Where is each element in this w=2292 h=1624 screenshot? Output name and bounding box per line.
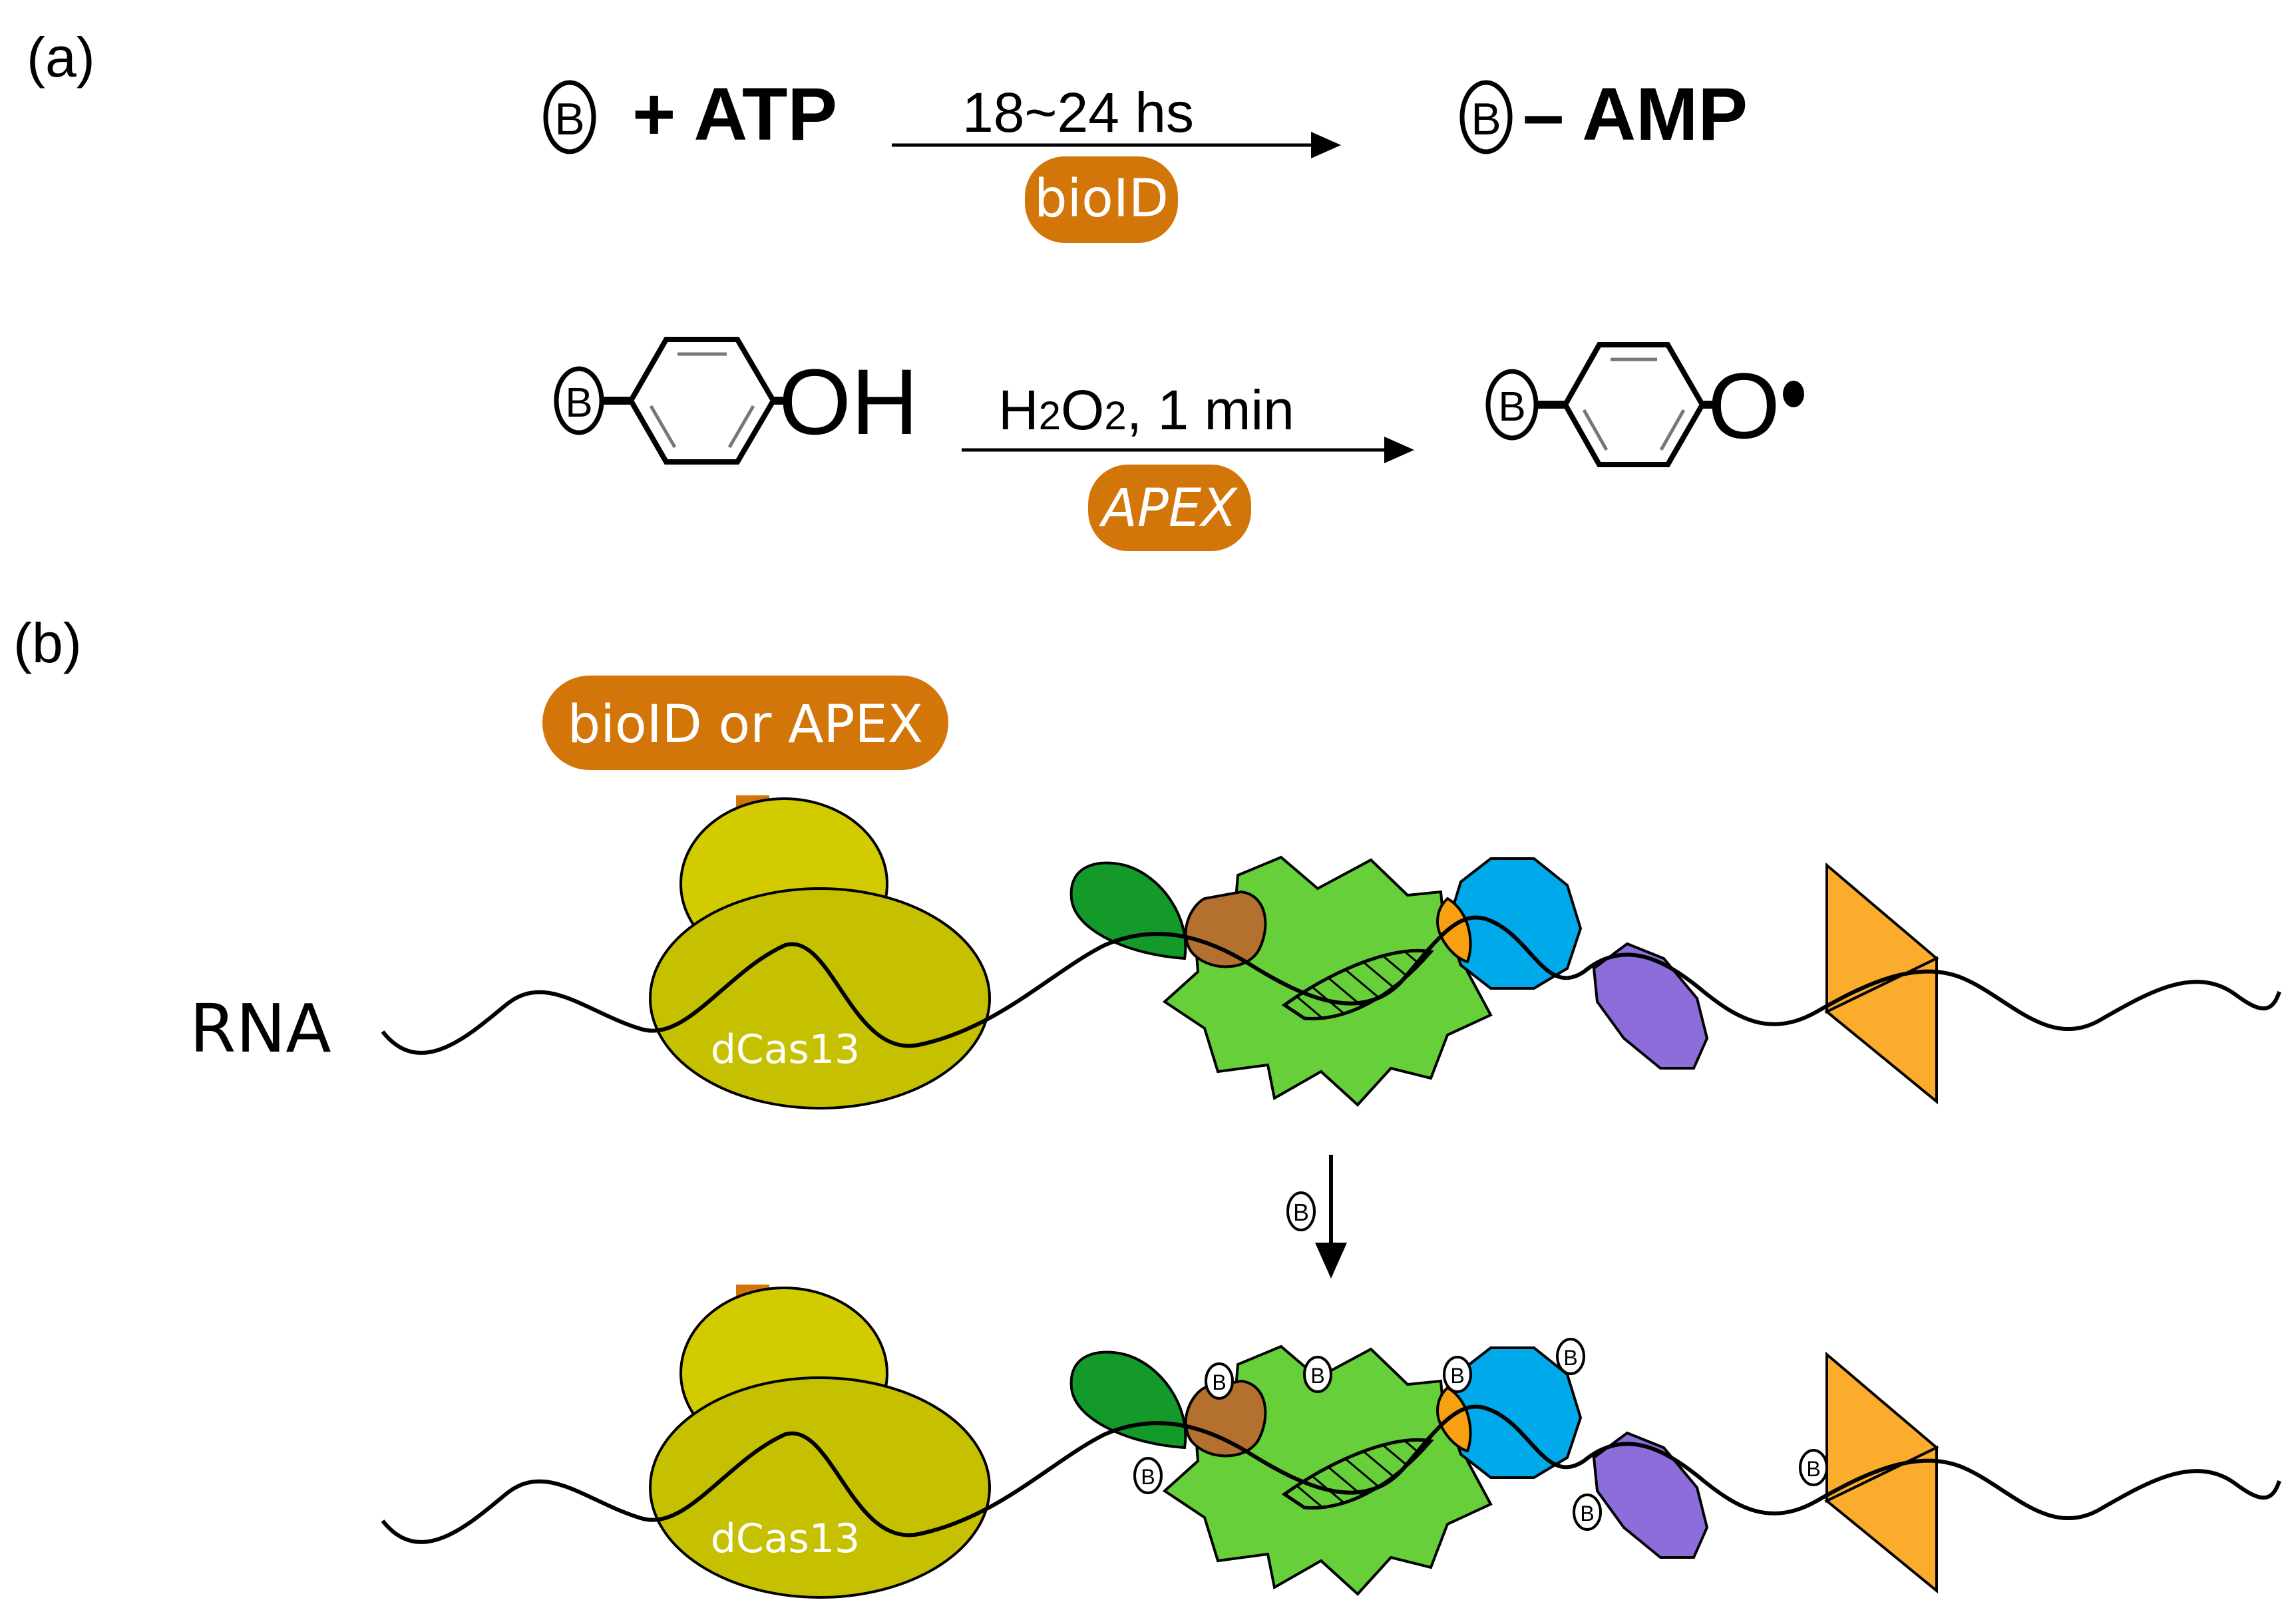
reactant-atp: + ATP bbox=[632, 73, 837, 156]
hatched-loop bbox=[1281, 949, 1434, 1020]
apex-pill: APEX bbox=[1088, 465, 1251, 551]
product-amp: – AMP bbox=[1523, 73, 1748, 156]
biotin-tags: B B B B B B B bbox=[1133, 1338, 1828, 1531]
svg-text:bioID or APEX: bioID or APEX bbox=[568, 695, 923, 755]
biotin-tag: B bbox=[1133, 1457, 1163, 1494]
enzyme-pill: bioID or APEX bbox=[542, 676, 948, 770]
benzene-ring bbox=[602, 337, 785, 465]
small-orange-protein bbox=[1435, 1386, 1472, 1453]
svg-text:B: B bbox=[1293, 1199, 1309, 1226]
rna-strand bbox=[381, 1404, 2281, 1544]
reaction-2: B OH H2O2, 1 min APEX B bbox=[554, 337, 1804, 551]
radical-dot bbox=[1783, 381, 1804, 407]
benzene-ring bbox=[1536, 342, 1716, 467]
svg-text:B: B bbox=[1580, 1502, 1594, 1525]
orange-triangle-protein bbox=[1824, 862, 1939, 1105]
biotin-badge: B bbox=[543, 80, 596, 154]
svg-text:B: B bbox=[1141, 1465, 1155, 1489]
svg-text:B: B bbox=[1450, 1364, 1464, 1388]
biotin-badge: B bbox=[554, 366, 604, 435]
rnp-complex-after: dCas13 B B B B B B B bbox=[381, 1285, 2281, 1599]
svg-text:APEX: APEX bbox=[1098, 479, 1238, 538]
rna-strand bbox=[381, 915, 2281, 1055]
dcas13-protein: dCas13 bbox=[649, 795, 991, 1110]
hydroxyl-group: OH bbox=[779, 349, 918, 454]
svg-text:B: B bbox=[1212, 1370, 1226, 1394]
biotin-tag: B bbox=[1205, 1362, 1234, 1400]
biotin-badge: B bbox=[1459, 80, 1513, 154]
purple-octagon-protein bbox=[1592, 1431, 1709, 1559]
dcas13-label: dCas13 bbox=[711, 1516, 860, 1562]
rna-label: RNA bbox=[190, 990, 331, 1068]
condition-peroxide: H2O2, 1 min bbox=[998, 379, 1294, 441]
dark-green-protein bbox=[1069, 861, 1187, 960]
svg-text:B: B bbox=[1563, 1346, 1577, 1370]
svg-text:B: B bbox=[1310, 1364, 1324, 1388]
rnp-complex-before: dCas13 bbox=[381, 795, 2281, 1110]
bioid-pill: bioID bbox=[1025, 156, 1178, 243]
small-orange-protein bbox=[1435, 897, 1472, 964]
panel-a-label: (a) bbox=[27, 26, 95, 89]
svg-text:B: B bbox=[1806, 1457, 1820, 1481]
labeling-arrow: B bbox=[1286, 1155, 1347, 1279]
reaction-1: B + ATP 18~24 hs bioID B – AMP bbox=[543, 73, 1748, 243]
dark-green-protein bbox=[1069, 1350, 1187, 1450]
svg-text:B: B bbox=[1498, 384, 1525, 430]
biotin-tag: B bbox=[1573, 1494, 1602, 1531]
biotin-tag: B bbox=[1556, 1338, 1585, 1375]
hatched-loop bbox=[1281, 1438, 1434, 1510]
dcas13-protein: dCas13 bbox=[649, 1285, 991, 1599]
svg-text:B: B bbox=[1471, 94, 1501, 144]
condition-time: 18~24 hs bbox=[962, 81, 1194, 144]
purple-octagon-protein bbox=[1592, 942, 1709, 1070]
panel-b-label: (b) bbox=[13, 612, 82, 674]
biotin-tag: B bbox=[1443, 1356, 1472, 1393]
svg-text:B: B bbox=[554, 94, 584, 144]
brown-protein bbox=[1184, 1379, 1267, 1458]
biotin-badge: B bbox=[1485, 369, 1539, 441]
svg-text:B: B bbox=[565, 380, 592, 426]
svg-text:bioID: bioID bbox=[1034, 169, 1169, 229]
oxyl-radical-group: O bbox=[1708, 353, 1780, 458]
biotin-tag: B bbox=[1303, 1356, 1332, 1393]
dcas13-label: dCas13 bbox=[711, 1026, 860, 1073]
brown-protein bbox=[1184, 890, 1267, 968]
orange-triangle-protein bbox=[1824, 1351, 1939, 1594]
biotin-tag: B bbox=[1799, 1449, 1828, 1486]
